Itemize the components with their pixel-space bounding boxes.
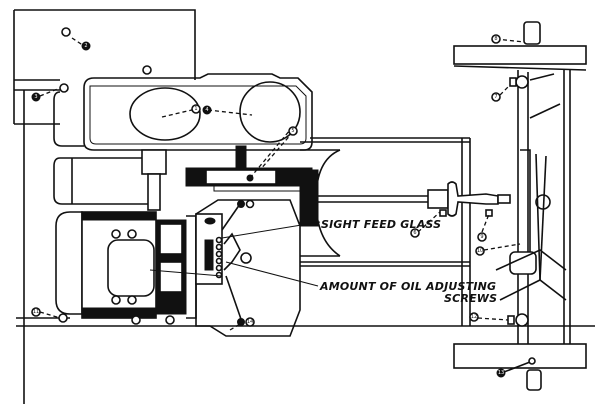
svg-text:7: 7 [494,94,497,100]
callouts: 2 3 1 4 5 8 7 [31,27,536,378]
callout-10: 10 [475,243,521,256]
body-panel [13,9,196,125]
callout-3: 1 [191,104,201,114]
svg-text:4: 4 [205,107,208,113]
callout-13: 13 [496,357,536,378]
callout-9: 9 [477,213,490,242]
svg-text:5: 5 [291,128,294,134]
svg-text:6: 6 [413,230,416,236]
callout-11: 11 [31,307,61,319]
front-axle [453,21,587,391]
callout-7: 7 [491,77,517,102]
flywheel-gear [185,129,319,227]
engine-block [55,211,197,319]
callout-12: 12 [469,312,515,325]
label-oil-adjusting-screws-line1: AMOUNT OF OIL ADJUSTING [319,280,496,293]
callout-8: 6 [410,211,441,238]
svg-text:8: 8 [494,36,497,42]
svg-text:10: 10 [477,248,483,254]
svg-text:1: 1 [194,106,197,112]
radiator-tanks [53,91,151,205]
oiler-housing [195,199,301,337]
label-oil-adjusting-screws-line2: SCREWS [444,292,497,305]
callout-14: 14 [229,317,255,331]
callout-4: 4 [202,105,212,115]
label-oil-adjusting-group: AMOUNT OF OIL ADJUSTING SCREWS [149,261,497,305]
callout-1: 2 [61,27,91,51]
callout-6: 8 [491,34,525,44]
label-sight-feed-glass-group: SIGHT FEED GLASS [221,218,441,239]
svg-text:13: 13 [498,370,504,376]
callout-5: 5 [259,126,298,171]
steering-block [141,149,167,211]
svg-text:14: 14 [247,319,253,325]
drive-shaft [318,181,511,217]
svg-text:3: 3 [34,94,37,100]
svg-text:11: 11 [33,309,39,315]
svg-text:9: 9 [480,234,483,240]
svg-text:2: 2 [84,43,87,49]
oil-tank [83,65,313,151]
svg-text:12: 12 [471,314,477,320]
label-sight-feed-glass: SIGHT FEED GLASS [321,218,441,231]
callout-2: 3 [31,87,61,102]
